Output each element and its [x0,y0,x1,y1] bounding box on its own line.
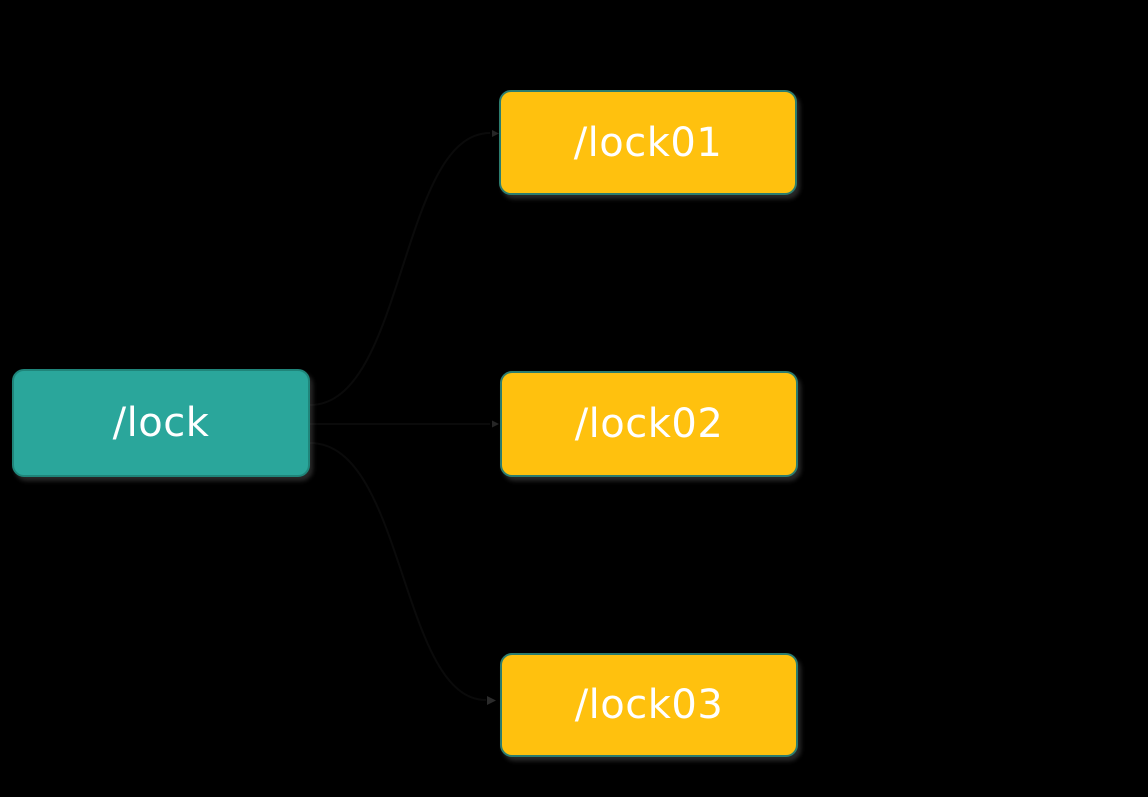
edge-lock-to-lock03 [309,442,487,701]
node-lock: /lock [12,369,310,477]
node-lock-label: /lock [112,400,210,446]
node-lock02-label: /lock02 [574,401,724,447]
node-lock01: /lock01 [499,90,797,195]
node-lock01-label: /lock01 [573,119,723,166]
edge-lock-to-lock01 [309,132,491,406]
node-lock03-label: /lock03 [574,682,724,728]
arrowhead-lock03 [487,696,496,705]
arrowhead-lock01 [492,130,499,137]
node-lock02: /lock02 [500,371,798,477]
arrowhead-lock02 [492,420,499,428]
node-lock03: /lock03 [500,653,798,757]
